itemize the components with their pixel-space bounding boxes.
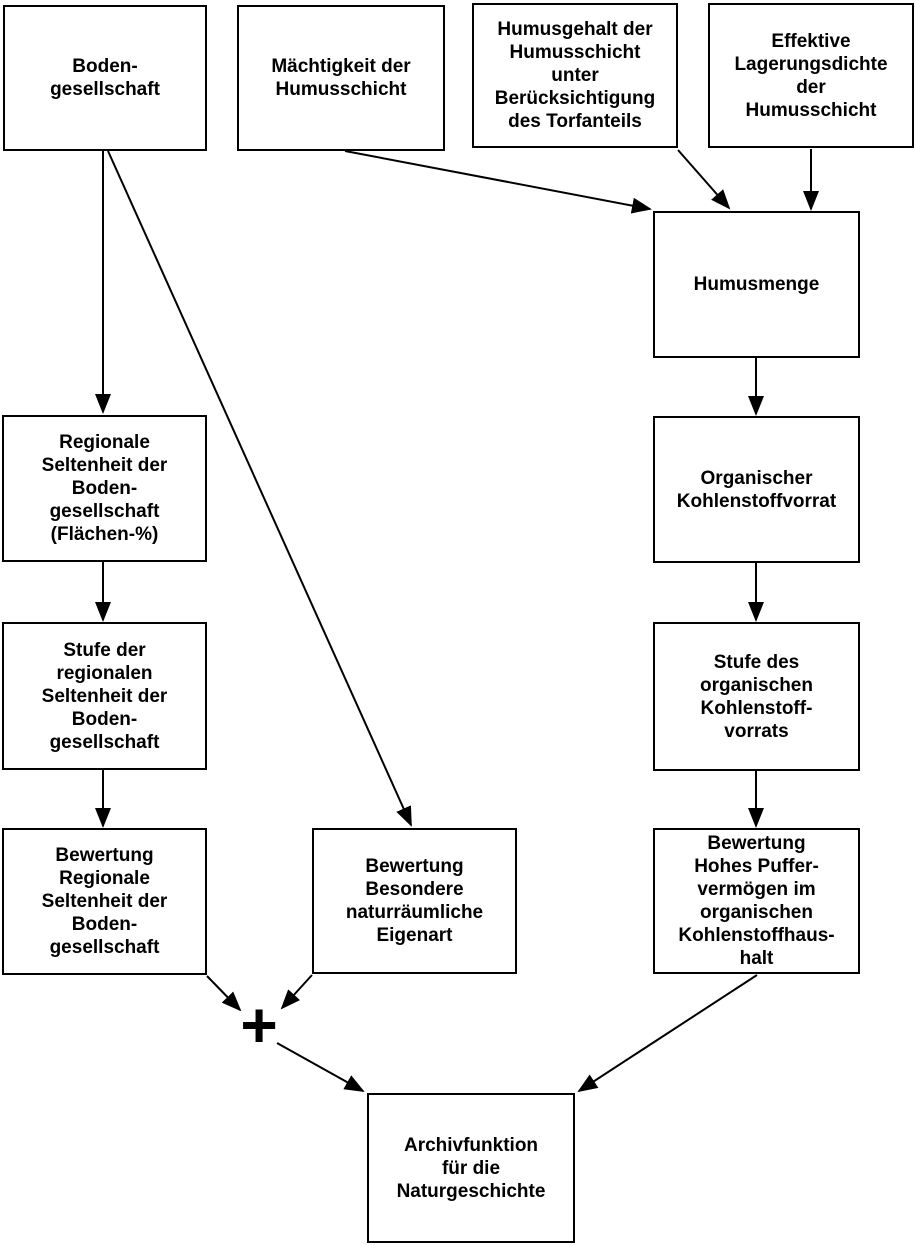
node-bewertung-naturraeumliche-eigenart: Bewertung Besondere naturräumliche Eigen… (312, 828, 517, 974)
arrow-bewertung-eigenart-to-plus (280, 974, 313, 1010)
node-bewertung-puffervermoegen: Bewertung Hohes Puffer- vermögen im orga… (653, 828, 860, 974)
arrow-humusgehalt-to-humusmenge (677, 149, 731, 210)
arrow-maechtigkeit-to-humusmenge (344, 150, 652, 214)
node-maechtigkeit-humusschicht: Mächtigkeit der Humusschicht (237, 5, 445, 151)
node-stufe-kohlenstoff-label: Stufe des organischen Kohlenstoff- vorra… (700, 651, 813, 742)
node-organischer-kohlenstoffvorrat: Organischer Kohlenstoffvorrat (653, 416, 860, 563)
node-maechtigkeit-label: Mächtigkeit der Humusschicht (271, 56, 411, 100)
node-bodengesellschaft: Boden- gesellschaft (3, 5, 207, 151)
arrow-plus-to-archivfunktion (276, 1042, 365, 1092)
plus-operator: + (224, 989, 294, 1061)
node-humusmenge-label: Humusmenge (693, 274, 820, 295)
node-regionale-seltenheit-label: Regionale Seltenheit der Boden- gesellsc… (41, 432, 168, 545)
node-humusmenge: Humusmenge (653, 211, 860, 358)
arrow-bodengesellschaft-to-bewertung-eigenart (107, 150, 412, 827)
node-humusgehalt-humusschicht: Humusgehalt der Humusschicht unter Berüc… (472, 3, 678, 148)
node-bewertung-regionale-seltenheit: Bewertung Regionale Seltenheit der Boden… (2, 828, 207, 975)
arrow-bewertung-puffer-to-archivfunktion (577, 974, 758, 1093)
node-bewertung-eigenart-label: Bewertung Besondere naturräumliche Eigen… (345, 856, 484, 946)
node-effektive-lagerungsdichte: Effektive Lagerungsdichte der Humusschic… (708, 3, 914, 148)
node-stufe-regionale-label: Stufe der regionalen Seltenheit der Bode… (41, 639, 168, 753)
node-stufe-kohlenstoffvorrat: Stufe des organischen Kohlenstoff- vorra… (653, 622, 860, 771)
node-lagerungsdichte-label: Effektive Lagerungsdichte der Humusschic… (734, 30, 888, 121)
node-humusgehalt-label: Humusgehalt der Humusschicht unter Berüc… (494, 19, 656, 132)
node-organischer-vorrat-label: Organischer Kohlenstoffvorrat (676, 467, 837, 512)
plus-operator-symbol: + (240, 989, 278, 1061)
node-bodengesellschaft-label: Boden- gesellschaft (50, 56, 160, 100)
node-stufe-regionale-seltenheit: Stufe der regionalen Seltenheit der Bode… (2, 622, 207, 770)
node-archivfunktion-naturgeschichte: Archivfunktion für die Naturgeschichte (367, 1093, 575, 1243)
node-regionale-seltenheit: Regionale Seltenheit der Boden- gesellsc… (2, 415, 207, 562)
arrow-bewertung-regionale-to-plus (206, 975, 242, 1012)
node-bewertung-puffer-label: Bewertung Hohes Puffer- vermögen im orga… (678, 833, 835, 969)
node-archivfunktion-label: Archivfunktion für die Naturgeschichte (396, 1134, 546, 1202)
node-bewertung-regionale-label: Bewertung Regionale Seltenheit der Boden… (41, 845, 168, 958)
